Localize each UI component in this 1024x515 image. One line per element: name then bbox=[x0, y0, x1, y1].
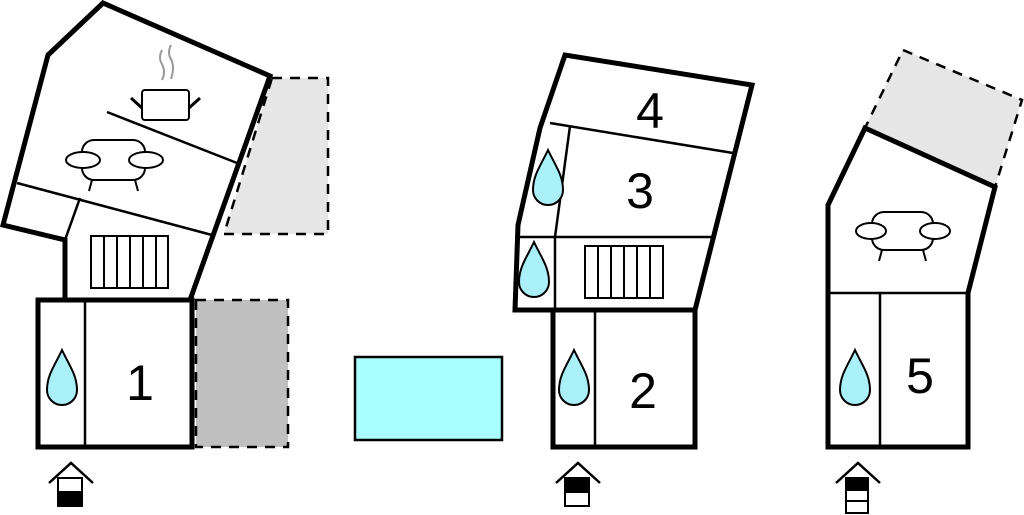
room-2-wall bbox=[550, 307, 698, 450]
room-number-3: 3 bbox=[626, 163, 654, 219]
room-1-wall bbox=[35, 297, 195, 450]
stairs-icon bbox=[584, 245, 664, 299]
kitchen-icon bbox=[129, 44, 202, 121]
pool bbox=[353, 355, 504, 442]
terrace-light bbox=[863, 48, 1024, 189]
sofa-icon bbox=[65, 139, 164, 192]
terrace-dark bbox=[194, 298, 290, 449]
room-number-5: 5 bbox=[906, 348, 934, 404]
room-number-4: 4 bbox=[636, 83, 664, 139]
building-right: 5 bbox=[825, 48, 1024, 450]
bathroom-drop-icon bbox=[45, 347, 79, 406]
floor-indicator-icon bbox=[555, 461, 601, 507]
building-left: 1 bbox=[0, 0, 330, 450]
bathroom-drop-icon bbox=[517, 239, 551, 298]
stairs-icon bbox=[90, 235, 169, 289]
wall bbox=[512, 52, 756, 313]
bathroom-drop-icon bbox=[838, 347, 872, 406]
building-middle: 4 3 2 bbox=[512, 52, 756, 450]
floor-indicator-icon bbox=[835, 461, 881, 514]
floor-indicator-icon bbox=[48, 461, 94, 507]
terrace-light bbox=[222, 76, 330, 236]
bathroom-drop-icon bbox=[557, 347, 591, 406]
bathroom-drop-icon bbox=[531, 147, 565, 206]
room-number-1: 1 bbox=[126, 355, 154, 411]
sofa-icon bbox=[855, 211, 951, 262]
room-number-2: 2 bbox=[629, 363, 657, 419]
wall bbox=[825, 124, 998, 450]
